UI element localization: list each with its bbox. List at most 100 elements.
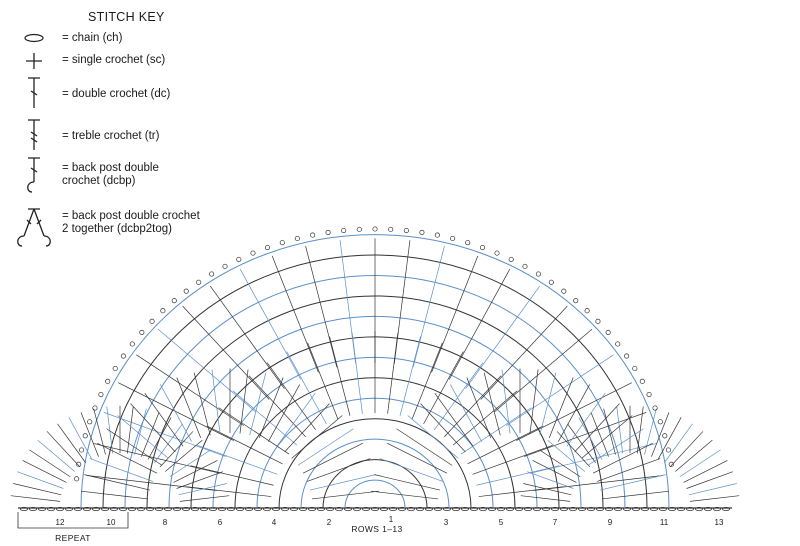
stitch-post	[478, 486, 564, 497]
picot	[624, 353, 630, 359]
stitch-post	[529, 443, 657, 474]
stitch-post	[13, 483, 62, 496]
round-arc	[344, 479, 406, 509]
chain-stitch	[65, 506, 74, 511]
picot	[341, 227, 347, 234]
stitch-post	[37, 439, 75, 472]
chain-stitch	[56, 506, 65, 511]
rows-caption: ROWS 1–13	[351, 524, 402, 534]
picot	[668, 461, 674, 467]
chain-stitch	[677, 506, 686, 511]
chain-stitch	[515, 506, 524, 511]
chain-stitch	[379, 506, 388, 511]
back-post-double-crochet-icon	[27, 157, 40, 193]
picot	[632, 365, 638, 372]
picot	[139, 329, 145, 335]
stitch-post	[434, 392, 474, 447]
picot	[356, 226, 362, 232]
chain-stitch	[451, 506, 460, 511]
stitch-post	[154, 423, 183, 463]
stitch-post	[501, 369, 511, 434]
stitch-post	[679, 449, 721, 478]
stitch-post	[239, 369, 249, 434]
stitch-post	[601, 490, 669, 500]
row-label-2: 2	[327, 518, 332, 527]
row-labels: 12 10 8 6 4 2 1 3 5 7 9 11 13 ROWS 1–13 …	[55, 515, 724, 543]
round-arc	[300, 438, 450, 509]
stitch-post	[249, 372, 267, 436]
stitch-post	[539, 449, 581, 478]
stitch-post	[297, 428, 354, 466]
chain-stitch	[47, 506, 56, 511]
stitch-post	[176, 471, 223, 489]
row-label-5: 5	[499, 518, 504, 527]
key-row-back-post-double-crochet-2-together: = back post double crochet 2 together (d…	[8, 206, 200, 248]
chain-stitch	[253, 506, 262, 511]
stitch-post	[211, 369, 221, 434]
picot	[196, 279, 202, 285]
stitch-post	[600, 474, 666, 491]
stitch-post	[452, 390, 518, 446]
chain-stitch	[505, 506, 514, 511]
chain-stitch	[280, 506, 289, 511]
row-label-7: 7	[553, 518, 558, 527]
stitch-post	[420, 403, 466, 453]
stitch-post	[291, 415, 343, 459]
chain-stitch	[92, 506, 101, 511]
chain-stitch	[298, 506, 307, 511]
picot	[561, 288, 567, 294]
stitch-post	[307, 458, 371, 482]
chain-stitch	[361, 506, 370, 511]
stitch-post	[180, 495, 230, 502]
stitch-post	[558, 384, 591, 442]
stitch-post	[548, 377, 574, 439]
picot	[112, 365, 118, 372]
chain-stitch	[83, 506, 92, 511]
stitch-post	[592, 442, 653, 474]
stitch-post	[423, 351, 464, 425]
stitch-post	[523, 483, 572, 496]
stitch-post	[669, 431, 704, 468]
chain-stitch	[623, 506, 632, 511]
stitch-post	[411, 342, 443, 420]
stitch-post	[476, 465, 560, 486]
key-text-chain: = chain (ch)	[62, 32, 123, 44]
stitch-post	[587, 428, 644, 466]
treble-crochet-icon	[28, 119, 40, 150]
row-label-4: 4	[272, 518, 277, 527]
chain-stitch	[397, 506, 406, 511]
double-crochet-icon	[28, 77, 40, 108]
stitch-post	[657, 417, 682, 460]
chain-stitch	[632, 506, 641, 511]
chain-stitch	[587, 506, 596, 511]
picot	[264, 244, 271, 251]
picot	[548, 279, 554, 285]
chain-stitch	[172, 506, 181, 511]
chain-stitch	[199, 506, 208, 511]
row-label-13: 13	[715, 518, 724, 527]
stitch-post	[218, 407, 290, 455]
chain-stitch	[370, 506, 379, 511]
chain-stitch	[686, 506, 695, 511]
stitch-post	[520, 495, 570, 502]
stitch-post	[683, 460, 728, 483]
stitch-post	[173, 460, 218, 483]
stitch-post	[106, 428, 163, 466]
chain-stitch	[127, 506, 136, 511]
key-text-back-post-double-crochet-2-together: = back post double crochet 2 together (d…	[62, 210, 200, 235]
stitch-post	[387, 332, 399, 414]
stitch-post	[506, 354, 614, 426]
stitch-post	[190, 465, 274, 486]
row-label-9: 9	[608, 518, 613, 527]
chain-stitch	[262, 506, 271, 511]
chain-stitch	[110, 506, 119, 511]
stitch-post	[258, 377, 284, 439]
picot	[160, 308, 166, 314]
stitch-post	[165, 439, 203, 472]
picot	[236, 256, 242, 262]
chain-stitch	[542, 506, 551, 511]
chain-stitch	[641, 506, 650, 511]
picot	[573, 298, 579, 304]
key-row-single-crochet: = single crochet (sc)	[8, 51, 165, 71]
stitch-post	[141, 412, 160, 457]
